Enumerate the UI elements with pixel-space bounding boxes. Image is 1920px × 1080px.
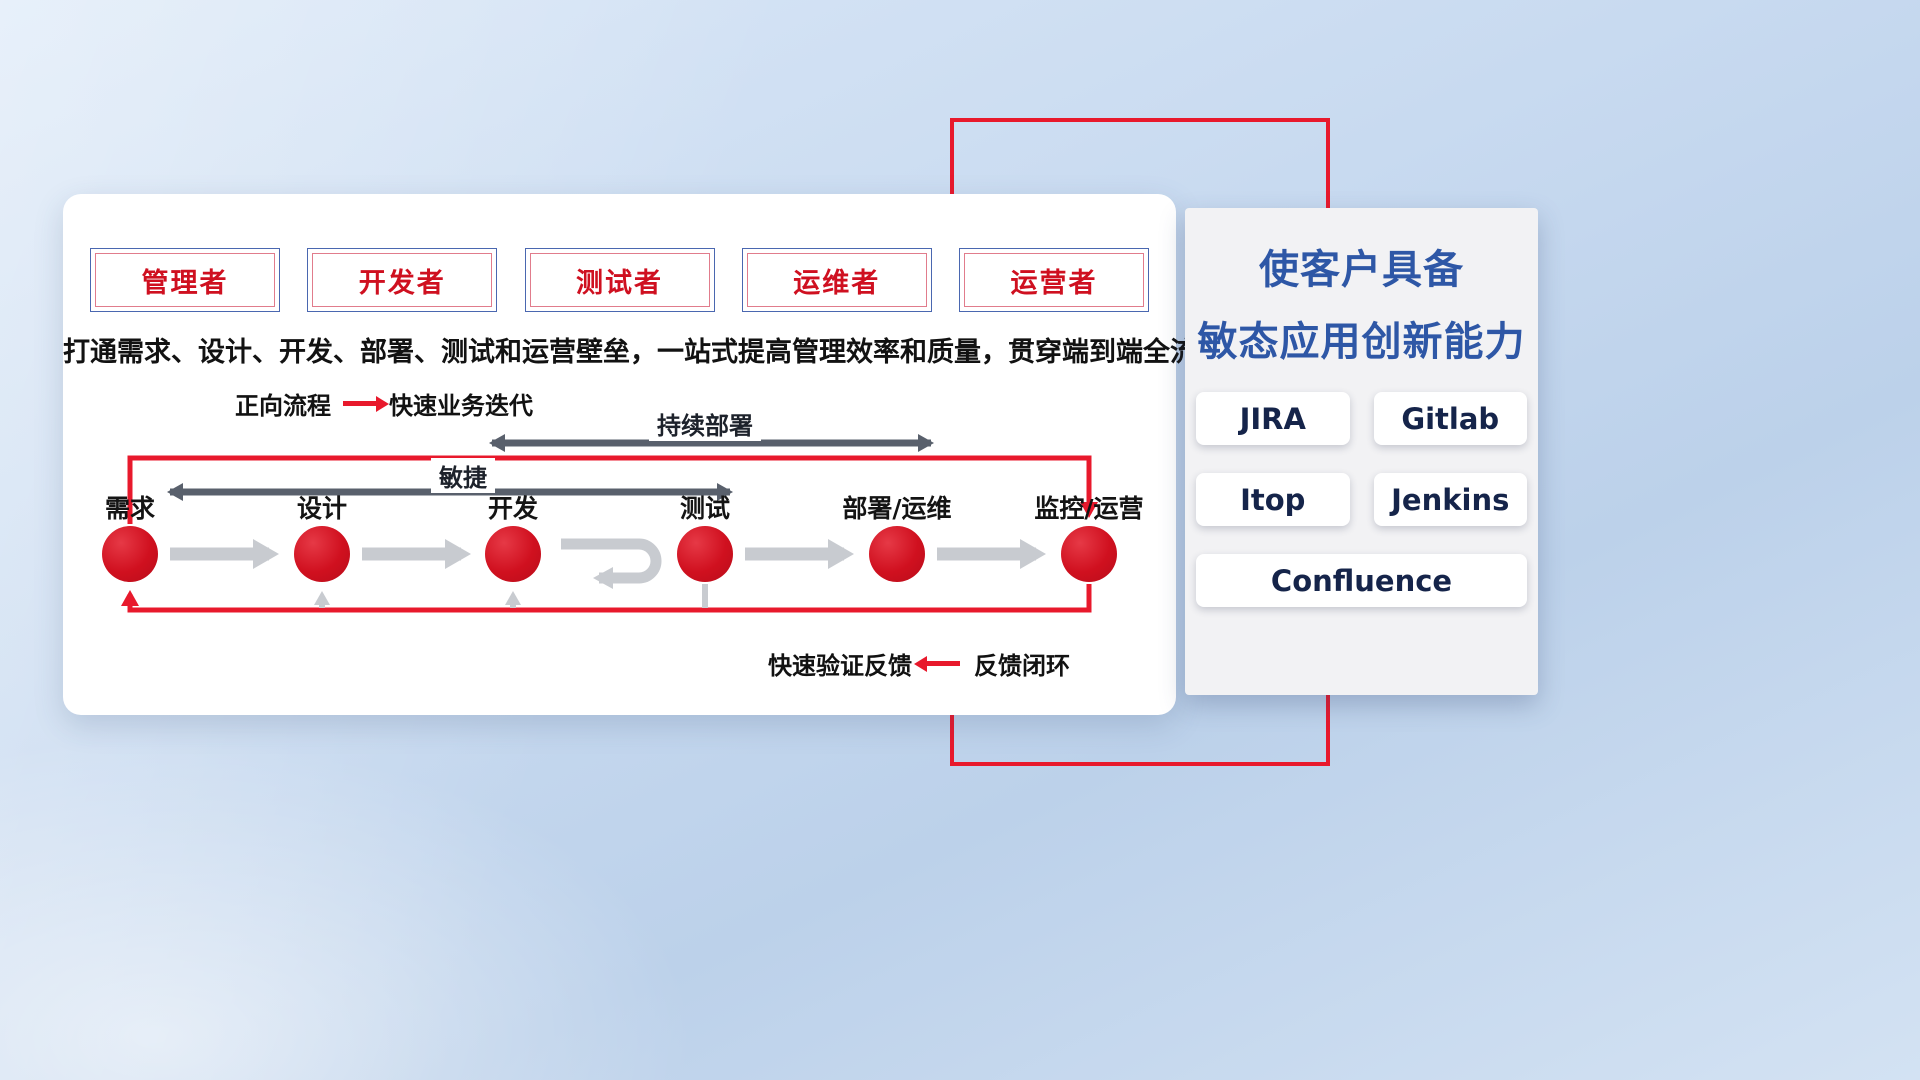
role-label: 测试者 bbox=[576, 267, 663, 299]
capability-title-line2: 敏态应用创新能力 bbox=[1197, 319, 1526, 365]
flow-stage-testing: 测试 bbox=[620, 494, 790, 582]
tools-grid: JIRA Gitlab Itop Jenkins Confluence bbox=[1196, 392, 1527, 607]
stage-circle bbox=[1061, 526, 1117, 582]
feedback-value: 反馈闭环 bbox=[974, 652, 1070, 680]
agile-label: 敏捷 bbox=[431, 458, 495, 493]
tool-chip-gitlab: Gitlab bbox=[1373, 392, 1527, 445]
flow-diagram-lines bbox=[121, 434, 1098, 613]
red-left-arrow-icon bbox=[914, 655, 960, 672]
role-label: 开发者 bbox=[358, 267, 446, 299]
capability-title-line1: 使客户具备 bbox=[1259, 247, 1464, 293]
feedback-label: 快速验证反馈 bbox=[768, 652, 912, 680]
stage-circle bbox=[294, 526, 350, 582]
role-box-manager: 管理者 bbox=[90, 248, 280, 312]
role-box-ops: 运维者 bbox=[741, 248, 932, 312]
feedback-legend: 快速验证反馈 反馈闭环 bbox=[768, 646, 1070, 681]
role-box-developer: 开发者 bbox=[307, 248, 498, 312]
forward-flow-value: 快速业务迭代 bbox=[389, 392, 533, 420]
role-label: 管理者 bbox=[141, 267, 229, 299]
stage-label: 开发 bbox=[487, 494, 538, 523]
panel-subtitle: 打通需求、设计、开发、部署、测试和运营壁垒，一站式提高管理效率和质量，贯穿端到端… bbox=[63, 337, 1224, 368]
tool-chip-confluence: Confluence bbox=[1196, 554, 1527, 607]
role-box-operator: 运营者 bbox=[959, 248, 1149, 312]
stage-label: 测试 bbox=[679, 494, 730, 523]
stage-circle bbox=[677, 526, 733, 582]
capability-panel: 使客户具备 敏态应用创新能力 JIRA Gitlab Itop Jenkins … bbox=[1185, 208, 1538, 695]
continuous-deploy-label: 持续部署 bbox=[649, 406, 761, 441]
feedback-loop-arrow bbox=[121, 584, 1092, 613]
flow-stage-deploy-ops: 部署/运维 bbox=[812, 494, 982, 582]
stage-label: 需求 bbox=[104, 494, 155, 523]
role-label: 运营者 bbox=[1010, 267, 1098, 299]
forward-loop-arrow bbox=[127, 455, 1098, 524]
flow-stage-development: 开发 bbox=[428, 494, 598, 582]
iteration-loop-arrow bbox=[561, 538, 662, 589]
stage-circle bbox=[869, 526, 925, 582]
devops-flow-panel: 管理者 开发者 测试者 运维者 运营者 打通需求、设计、开发、部署、测试和运营壁… bbox=[63, 194, 1224, 715]
stage-label: 设计 bbox=[296, 494, 347, 523]
role-label: 运维者 bbox=[793, 267, 881, 299]
flow-stage-monitor-operate: 监控/运营 bbox=[1004, 494, 1174, 582]
red-right-arrow-icon bbox=[343, 395, 389, 412]
forward-flow-legend: 正向流程 快速业务迭代 bbox=[235, 386, 533, 421]
role-box-tester: 测试者 bbox=[524, 248, 715, 312]
tool-chip-jenkins: Jenkins bbox=[1373, 473, 1527, 526]
flow-stage-requirements: 需求 bbox=[45, 494, 215, 582]
stage-label: 监控/运营 bbox=[1034, 494, 1144, 523]
flow-stage-design: 设计 bbox=[237, 494, 407, 582]
stage-circle bbox=[102, 526, 158, 582]
capability-title: 使客户具备 敏态应用创新能力 bbox=[1185, 234, 1538, 378]
forward-flow-label: 正向流程 bbox=[235, 392, 331, 420]
tool-chip-jira: JIRA bbox=[1196, 392, 1350, 445]
roles-row: 管理者 开发者 测试者 运维者 运营者 bbox=[90, 248, 1149, 312]
tool-chip-itop: Itop bbox=[1196, 473, 1350, 526]
stage-label: 部署/运维 bbox=[842, 494, 952, 523]
stage-circle bbox=[485, 526, 541, 582]
